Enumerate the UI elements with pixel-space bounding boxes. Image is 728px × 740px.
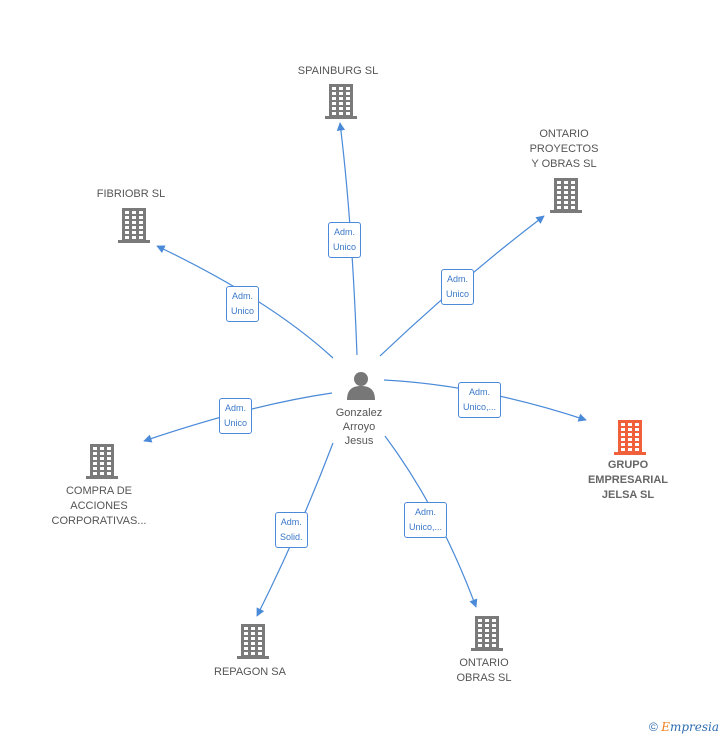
- edge-label-ontario-obras[interactable]: Adm. Unico,...: [404, 502, 448, 538]
- edge-label-line: Unico: [231, 306, 255, 316]
- edge-label-line: Unico: [446, 289, 470, 299]
- edge-label-grupo-jelsa[interactable]: Adm. Unico,...: [458, 382, 502, 418]
- building-icon[interactable]: [614, 420, 646, 456]
- node-label-ontario-obras[interactable]: ONTARIO OBRAS SL: [414, 656, 554, 686]
- edge-label-line: Unico,...: [409, 522, 443, 532]
- node-label-grupo-jelsa[interactable]: GRUPO EMPRESARIAL JELSA SL: [558, 458, 698, 503]
- building-icon[interactable]: [471, 616, 503, 652]
- edge-label-line: Unico,...: [463, 402, 497, 412]
- person-icon[interactable]: [345, 370, 377, 402]
- center-name-line: Gonzalez: [335, 407, 383, 419]
- node-label-line: OBRAS SL: [456, 672, 512, 684]
- node-label-line: ACCIONES: [70, 500, 128, 512]
- edge-label-line: Adm.: [447, 274, 469, 284]
- node-label-line: FIBRIOBR SL: [96, 188, 166, 200]
- copyright-symbol: ©: [649, 720, 658, 734]
- center-person-name[interactable]: Gonzalez Arroyo Jesus: [319, 406, 399, 448]
- node-label-compra-acciones[interactable]: COMPRA DE ACCIONES CORPORATIVAS...: [29, 484, 169, 529]
- building-icon[interactable]: [237, 624, 269, 660]
- node-label-line: JELSA SL: [601, 489, 655, 501]
- node-label-line: EMPRESARIAL: [587, 474, 669, 486]
- edge-label-fibriobr[interactable]: Adm. Unico: [226, 286, 260, 322]
- node-label-line: ONTARIO: [539, 128, 589, 140]
- node-label-line: ONTARIO: [459, 657, 509, 669]
- edge-label-repagon[interactable]: Adm. Solid.: [275, 512, 308, 548]
- node-label-line: GRUPO: [607, 459, 649, 471]
- edge-label-ontario-proyectos[interactable]: Adm. Unico: [441, 269, 475, 305]
- node-label-line: REPAGON SA: [214, 666, 286, 678]
- center-name-line: Arroyo: [342, 421, 376, 433]
- node-label-fibriobr[interactable]: FIBRIOBR SL: [61, 187, 201, 202]
- edge-label-line: Unico: [333, 242, 357, 252]
- node-label-line: SPAINBURG SL: [297, 65, 379, 77]
- edge-label-compra-acciones[interactable]: Adm. Unico: [219, 398, 253, 434]
- edge-label-line: Adm.: [334, 227, 356, 237]
- edge-label-line: Adm.: [225, 403, 247, 413]
- brand-initial: E: [661, 720, 670, 734]
- brand-name: mpresia: [669, 720, 720, 734]
- node-label-line: PROYECTOS: [529, 143, 599, 155]
- edge-label-line: Adm.: [280, 517, 302, 527]
- edge-label-spainburg[interactable]: Adm. Unico: [328, 222, 362, 258]
- building-icon[interactable]: [118, 208, 150, 244]
- edge-label-line: Unico: [224, 418, 248, 428]
- edge-label-line: Solid.: [280, 532, 303, 542]
- center-name-line: Jesus: [344, 435, 374, 447]
- building-icon[interactable]: [550, 178, 582, 214]
- building-icon[interactable]: [86, 444, 118, 480]
- building-icon[interactable]: [325, 84, 357, 120]
- brand-watermark: © Empresia: [649, 720, 719, 734]
- node-label-line: COMPRA DE: [65, 485, 132, 497]
- node-label-repagon[interactable]: REPAGON SA: [180, 665, 320, 680]
- node-label-line: CORPORATIVAS...: [51, 515, 147, 527]
- edge-label-line: Adm.: [469, 387, 491, 397]
- node-label-line: Y OBRAS SL: [531, 158, 597, 170]
- node-label-ontario-proyectos[interactable]: ONTARIO PROYECTOS Y OBRAS SL: [494, 127, 634, 172]
- edge-label-line: Adm.: [232, 291, 254, 301]
- node-label-spainburg[interactable]: SPAINBURG SL: [268, 64, 408, 79]
- edge-label-line: Adm.: [415, 507, 437, 517]
